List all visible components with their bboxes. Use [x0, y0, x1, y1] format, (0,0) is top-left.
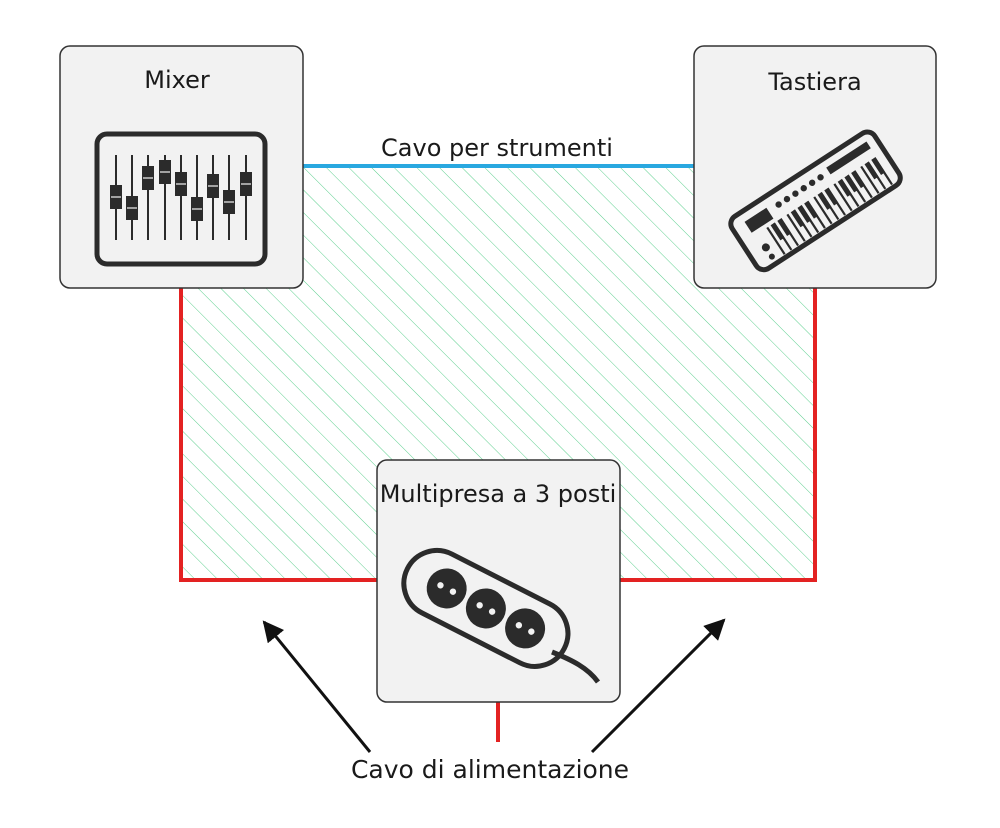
power-cable-label: Cavo di alimentazione	[351, 755, 629, 784]
power-cable-right	[620, 288, 817, 582]
instrument-cable-label: Cavo per strumenti	[381, 134, 613, 162]
keyboard-label: Tastiera	[767, 68, 861, 96]
mixer-node: Mixer	[59, 45, 304, 289]
mixer-faders-icon	[94, 131, 268, 267]
arrow-left	[262, 620, 372, 753]
keyboard-node: Tastiera	[693, 45, 937, 289]
power-strip-box	[376, 459, 621, 703]
power-strip-node: Multipresa a 3 posti	[376, 459, 621, 703]
power-strip-icon	[401, 547, 601, 684]
power-cable-left	[179, 288, 377, 582]
mixer-label: Mixer	[144, 66, 210, 94]
arrow-right	[590, 618, 726, 754]
keyboard-synth-icon	[728, 129, 903, 273]
power-strip-label: Multipresa a 3 posti	[380, 480, 617, 508]
